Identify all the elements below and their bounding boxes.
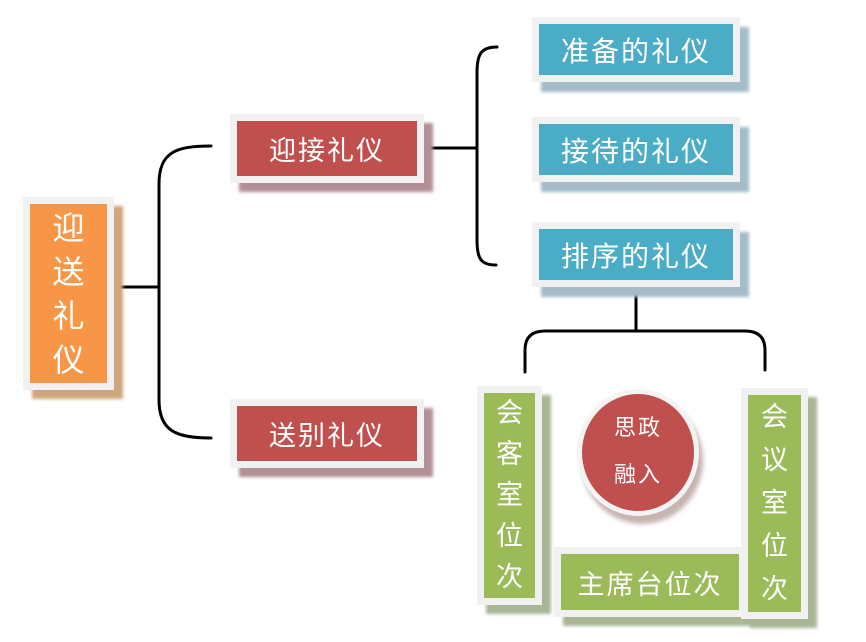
connector-root-bracket (157, 144, 213, 440)
seating-node-reception-room: 会客室位次 (477, 386, 542, 605)
sub-node-preparation-etiquette: 准备的礼仪 (532, 17, 740, 82)
sub-node-label: 准备的礼仪 (560, 34, 711, 68)
connector-seating-bracket (523, 329, 767, 374)
sub-node-reception-etiquette: 接待的礼仪 (532, 117, 740, 182)
sub-node-ordering-etiquette: 排序的礼仪 (532, 222, 740, 287)
seating-node-rostrum: 主席台位次 (554, 547, 746, 617)
root-node-yingsong-liyi: 迎送礼仪 (23, 197, 114, 390)
branch-node-label: 送别礼仪 (269, 421, 385, 452)
seating-node-conference-room: 会议室位次 (741, 388, 808, 619)
branch-node-farewell-etiquette: 送别礼仪 (230, 399, 424, 468)
connector-welcome-bracket (475, 45, 499, 267)
seating-node-label: 主席台位次 (577, 569, 723, 601)
seating-node-label: 会客室位次 (496, 398, 523, 593)
sub-node-label: 排序的礼仪 (560, 239, 711, 273)
branch-node-label: 迎接礼仪 (269, 136, 385, 167)
circle-label-line1: 思政 (613, 416, 662, 441)
branch-node-welcome-etiquette: 迎接礼仪 (230, 114, 424, 183)
ideology-integration-circle: 思政 融入 (577, 389, 699, 516)
sub-node-label: 接待的礼仪 (560, 134, 711, 168)
root-node-label: 迎送礼仪 (52, 208, 85, 379)
seating-node-label: 会议室位次 (761, 402, 788, 605)
circle-label-line2: 融入 (613, 463, 662, 488)
